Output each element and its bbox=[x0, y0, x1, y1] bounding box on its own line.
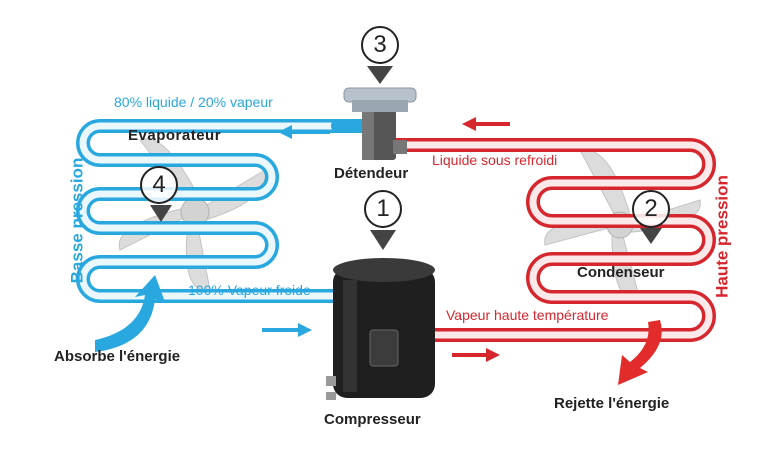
flow-arrow-left-blue bbox=[278, 125, 330, 139]
step-3-badge: 3 bbox=[361, 26, 399, 64]
hot-vapour-label: Vapeur haute température bbox=[446, 307, 609, 323]
absorb-energy-arrow-icon bbox=[95, 275, 165, 352]
step-3-pointer-icon bbox=[367, 66, 393, 84]
condenser-coil bbox=[388, 138, 716, 342]
flow-arrow-right-red bbox=[452, 348, 500, 362]
reject-energy-arrow-icon bbox=[618, 320, 662, 385]
high-pressure-label: Haute pression bbox=[712, 175, 732, 298]
reject-energy-label: Rejette l'énergie bbox=[554, 395, 670, 412]
expansion-valve bbox=[343, 87, 417, 160]
step-4-pointer-icon bbox=[150, 205, 172, 222]
step-1-badge: 1 bbox=[364, 190, 402, 228]
expansion-valve-label: Détendeur bbox=[334, 165, 409, 182]
compressor bbox=[326, 258, 435, 400]
condenser-label: Condenseur bbox=[577, 264, 665, 281]
compressor-label: Compresseur bbox=[324, 411, 421, 428]
cold-vapour-label: 100% Vapeur froide bbox=[188, 282, 311, 298]
low-pressure-label: Basse pression bbox=[67, 157, 87, 284]
step-2-pointer-icon bbox=[640, 228, 662, 244]
step-4-badge: 4 bbox=[140, 166, 178, 204]
subcooled-liquid-label: Liquide sous refroidi bbox=[432, 152, 558, 168]
flow-arrow-left-red bbox=[462, 117, 510, 131]
step-2-badge: 2 bbox=[632, 190, 670, 228]
absorb-energy-label: Absorbe l'énergie bbox=[54, 348, 181, 365]
evaporator-mix-label: 80% liquide / 20% vapeur bbox=[114, 94, 273, 110]
evaporator-label: Evaporateur bbox=[128, 127, 222, 144]
flow-arrow-right-blue bbox=[262, 323, 312, 337]
step-1-pointer-icon bbox=[370, 230, 396, 250]
